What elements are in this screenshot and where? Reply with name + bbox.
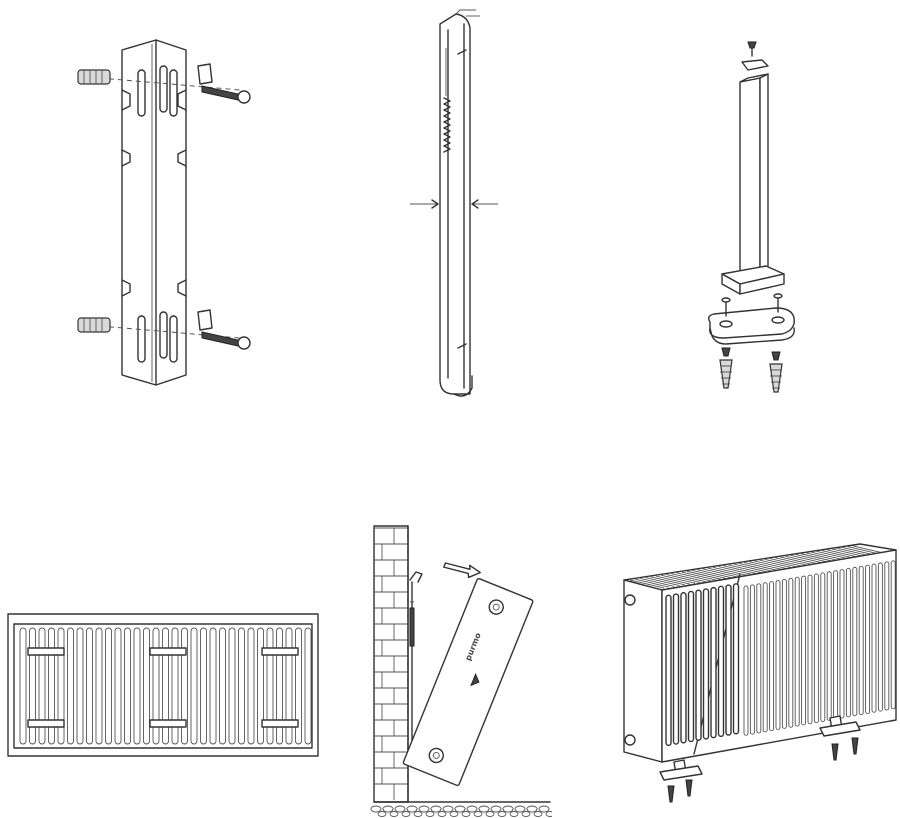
fin <box>95 627 103 745</box>
front-fin <box>743 585 749 736</box>
side-bracket-panel <box>400 8 510 400</box>
cut-fin <box>665 594 672 747</box>
front-fin <box>865 564 871 714</box>
cut-fin <box>695 589 702 741</box>
fin <box>295 627 302 745</box>
fin <box>86 627 93 745</box>
fin <box>219 627 226 745</box>
fin <box>304 627 312 745</box>
front-fin <box>852 566 858 717</box>
front-fin <box>813 573 819 724</box>
front-fin <box>826 571 832 721</box>
fin <box>29 627 36 745</box>
radiator-rear-panel <box>6 610 320 760</box>
cut-fin <box>732 583 740 735</box>
fin <box>124 627 131 745</box>
fin <box>266 627 274 745</box>
front-fin <box>769 581 775 732</box>
radiator-cutaway-panel <box>620 540 898 812</box>
fin <box>133 627 141 745</box>
front-fin <box>801 575 807 726</box>
fin <box>143 627 150 745</box>
wall-bracket-panel <box>60 30 270 390</box>
fin <box>48 627 55 745</box>
fin <box>190 627 198 745</box>
front-fin <box>877 562 883 712</box>
fin <box>57 627 65 745</box>
fin <box>276 627 283 745</box>
fin <box>200 627 207 745</box>
floor-stand-panel <box>700 38 810 400</box>
fin <box>228 627 236 745</box>
fin <box>76 627 84 745</box>
fin <box>162 627 169 745</box>
cut-fin <box>672 593 680 745</box>
front-fin <box>858 565 864 716</box>
fin <box>19 627 27 745</box>
front-fin <box>788 577 794 728</box>
front-fin <box>820 572 826 722</box>
front-fin <box>775 580 781 730</box>
cut-fin <box>702 588 710 740</box>
front-fin <box>807 574 813 725</box>
fin <box>114 627 122 745</box>
fin <box>67 627 74 745</box>
fin <box>152 627 160 745</box>
front-fin <box>794 576 800 727</box>
fin <box>238 627 245 745</box>
fin <box>257 627 264 745</box>
cut-fin <box>710 586 717 739</box>
fin <box>38 627 46 745</box>
front-fin <box>884 561 890 711</box>
front-fin <box>749 584 755 735</box>
wall-install-icon: purmo <box>370 525 552 817</box>
front-fin <box>762 582 768 733</box>
cut-fin <box>687 590 695 743</box>
front-fin <box>839 569 845 719</box>
cut-fin <box>680 592 687 744</box>
side-bracket-icon <box>410 9 498 397</box>
wall-bracket-icon <box>77 39 251 386</box>
front-fin <box>781 578 787 729</box>
radiator-rear-icon <box>7 613 319 757</box>
wall-install-panel: purmo <box>370 522 552 818</box>
floor-stand-icon <box>707 41 795 393</box>
fin <box>247 627 255 745</box>
front-fin <box>845 568 851 718</box>
cut-fin <box>725 584 732 736</box>
fin <box>209 627 217 745</box>
radiator-cutaway-icon <box>623 543 897 803</box>
fin <box>285 627 293 745</box>
fin <box>171 627 179 745</box>
fin <box>105 627 112 745</box>
cut-fin <box>717 585 725 738</box>
fin <box>181 627 188 745</box>
front-fin <box>871 563 877 713</box>
front-fin <box>756 583 762 734</box>
front-fin <box>890 560 896 710</box>
